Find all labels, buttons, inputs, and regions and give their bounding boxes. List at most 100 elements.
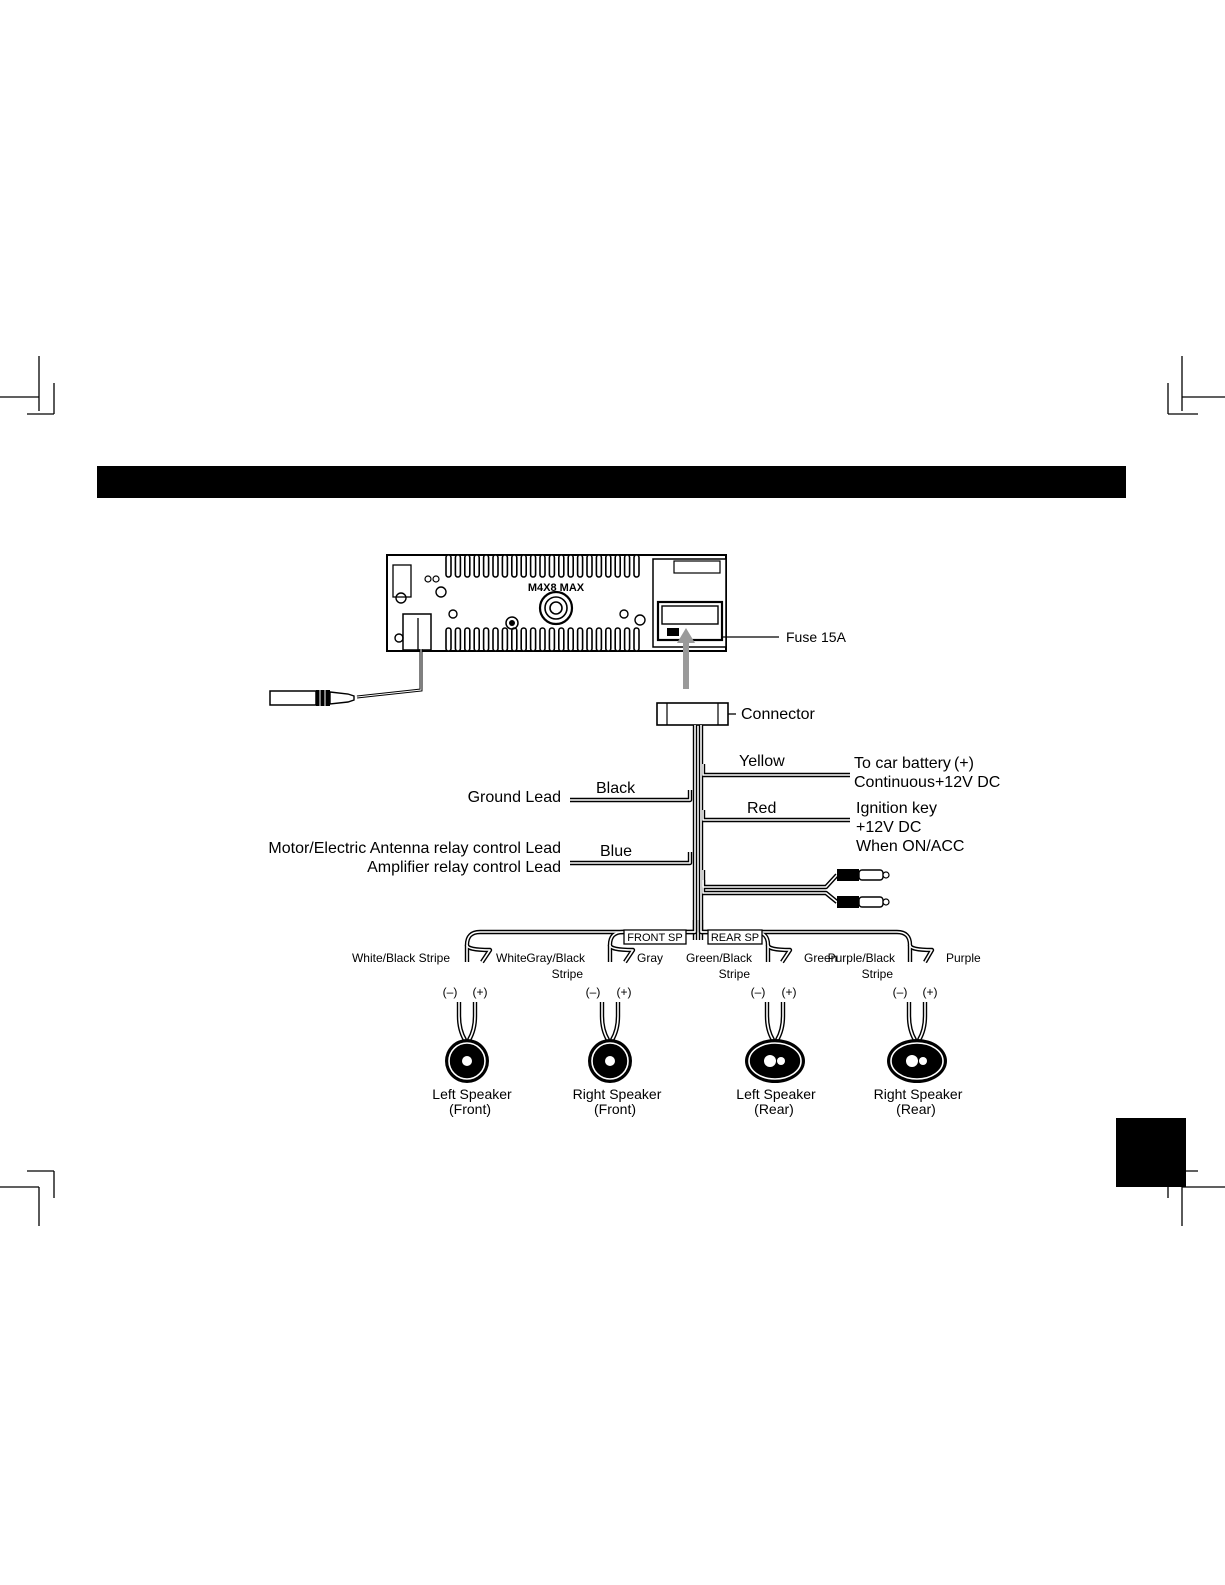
- speaker-minus-wire-label: Green/Black: [686, 951, 753, 965]
- crop-marks: [0, 356, 1225, 1226]
- heat-sink-fin: [604, 554, 612, 578]
- speaker-position: (Rear): [754, 1101, 794, 1117]
- heat-sink-fin: [529, 627, 537, 652]
- speaker-position: (Front): [449, 1101, 491, 1117]
- heat-sink-fin: [614, 627, 622, 652]
- black-desc: Ground Lead: [468, 789, 561, 806]
- front-sp-tag-label: FRONT SP: [627, 932, 682, 944]
- speaker-cone-ring: [890, 1042, 944, 1080]
- heat-sink-fin: [463, 554, 471, 578]
- speaker-name: Left Speaker: [432, 1086, 512, 1102]
- yellow-desc-line1: To car battery(+): [854, 755, 974, 772]
- red-desc-line1: Ignition key: [856, 800, 937, 817]
- speaker-harness: [464, 920, 935, 964]
- speaker-lead-core: [908, 1002, 926, 1041]
- heat-sink-fins: [445, 627, 640, 652]
- speaker-cone-ring: [448, 1042, 486, 1080]
- heat-sink-fin: [539, 554, 546, 578]
- speaker-plus-wire-label: Gray: [637, 951, 663, 965]
- heat-sink-fin: [482, 554, 490, 578]
- speaker-tweeter-cap: [919, 1057, 927, 1065]
- speaker-dust-cap: [605, 1056, 615, 1066]
- heat-sink-fin: [548, 554, 556, 578]
- blue-desc-line2: Amplifier relay control Lead: [367, 859, 561, 876]
- heat-sink-fin: [614, 554, 622, 578]
- speaker-plus-wire-label: White: [496, 951, 527, 965]
- connector-label: Connector: [741, 706, 815, 723]
- heat-sink-fin: [548, 627, 556, 652]
- harness-wires: [570, 725, 850, 940]
- wire-color-blue: Blue: [600, 843, 632, 860]
- heat-sink-fins: [445, 554, 640, 578]
- rca-plug-icon: [837, 896, 890, 908]
- heat-sink-fin: [510, 554, 518, 578]
- heat-sink-fin: [473, 554, 481, 578]
- yellow-desc-line2: Continuous+12V DC: [854, 774, 1000, 791]
- speaker-minus-wire-label-line2: Stripe: [552, 967, 584, 981]
- fuse-15a: [667, 628, 679, 636]
- heat-sink-fin: [501, 554, 509, 578]
- speaker-minus-wire-label: Gray/Black: [526, 951, 586, 965]
- red-desc-line2: +12V DC: [856, 819, 921, 836]
- polarity-plus-label: (+): [473, 985, 488, 999]
- speaker-minus-wire-label-line2: Stripe: [862, 967, 894, 981]
- heat-sink-fin: [445, 627, 452, 652]
- heat-sink-fin: [463, 627, 471, 652]
- wire-color-yellow: Yellow: [739, 753, 785, 770]
- speaker-tweeter-cap: [777, 1057, 785, 1065]
- heat-sink-fin: [633, 627, 640, 652]
- front-sp-tag: [623, 929, 687, 945]
- heat-sink-fin: [539, 627, 546, 652]
- wire-color-black: Black: [596, 780, 636, 797]
- heat-sink-fin: [492, 554, 499, 578]
- heat-sink-fin: [576, 627, 584, 652]
- wiring-connector: [656, 702, 729, 726]
- speaker-dust-cap: [462, 1056, 472, 1066]
- speaker-minus-wire-label-line2: Stripe: [719, 967, 751, 981]
- page-number-tab: [1116, 1118, 1186, 1187]
- fuse-label: Fuse 15A: [786, 629, 847, 645]
- heat-sink-fin: [633, 554, 640, 578]
- heat-sink-fin: [586, 627, 593, 652]
- speaker-lead-core: [766, 1002, 784, 1041]
- speaker-cone-ring: [748, 1042, 802, 1080]
- rear-sp-tag: [707, 929, 763, 945]
- polarity-minus-label: (–): [751, 985, 766, 999]
- rear-sp-tag-label: REAR SP: [711, 932, 759, 944]
- speaker-lead-core: [601, 1002, 619, 1041]
- speaker-minus-wire-label: White/Black Stripe: [352, 951, 450, 965]
- red-desc-line3: When ON/ACC: [856, 838, 964, 855]
- heat-sink-fin: [595, 627, 603, 652]
- heat-sink-fin: [623, 627, 631, 652]
- speaker-plus-wire-label: Green: [804, 951, 837, 965]
- heat-sink-fin: [529, 554, 537, 578]
- heat-sink-fin: [482, 627, 490, 652]
- antenna-cable: [269, 649, 423, 706]
- speaker-cone-ring: [591, 1042, 629, 1080]
- rca-plug-icon: [837, 869, 890, 881]
- wire-color-red: Red: [747, 800, 776, 817]
- insert-arrow: [677, 628, 695, 689]
- polarity-plus-label: (+): [782, 985, 797, 999]
- polarity-minus-label: (–): [586, 985, 601, 999]
- speaker-lead-core: [458, 1002, 476, 1041]
- heat-sink-fin: [567, 627, 575, 652]
- head-unit-rear-panel: M4X8 MAX: [386, 554, 727, 652]
- polarity-minus-label: (–): [443, 985, 458, 999]
- speaker-name: Left Speaker: [736, 1086, 816, 1102]
- heat-sink-fin: [520, 627, 528, 652]
- polarity-minus-label: (–): [893, 985, 908, 999]
- heat-sink-fin: [586, 554, 593, 578]
- speaker-woofer-cap: [906, 1055, 918, 1067]
- antenna-socket-knob: [538, 590, 574, 626]
- heat-sink-fin: [510, 627, 518, 652]
- heat-sink-fin: [520, 554, 528, 578]
- section-header-bar: [97, 466, 1126, 498]
- speaker-position: (Rear): [896, 1101, 936, 1117]
- heat-sink-fin: [604, 627, 612, 652]
